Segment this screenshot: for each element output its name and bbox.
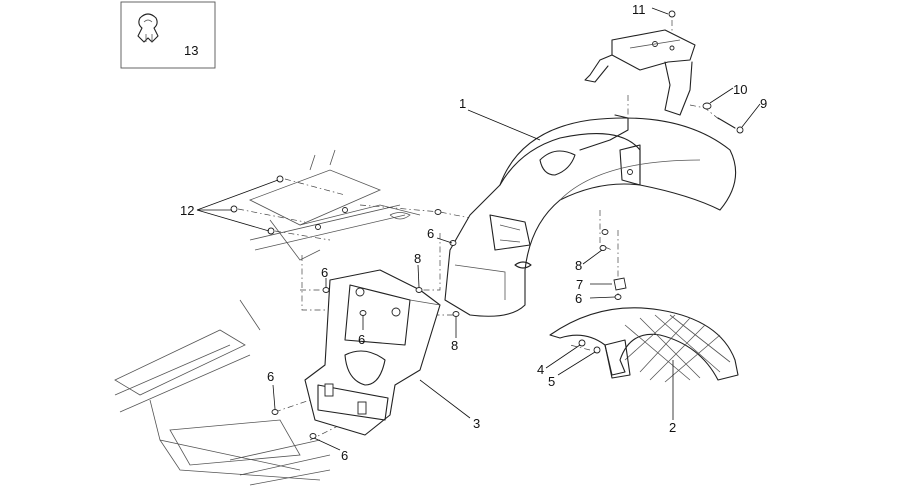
callout-6d: 6 (575, 291, 582, 306)
callout-2: 2 (669, 420, 676, 435)
rear-fender-part-1 (444, 114, 737, 317)
callout-6c: 6 (358, 332, 365, 347)
callout-6a: 6 (427, 226, 434, 241)
callout-8a: 8 (414, 251, 421, 266)
callout-6f: 6 (341, 448, 348, 463)
mudguard-hugger-part-2 (549, 307, 739, 383)
callout-11: 11 (632, 2, 646, 17)
callout-7: 7 (576, 277, 583, 292)
frame-tubes (114, 149, 421, 486)
license-plate-holder-part-3 (304, 269, 441, 436)
callout-4: 4 (537, 362, 544, 377)
leader-lines (196, 7, 761, 451)
callout-12: 12 (180, 203, 194, 218)
callout-10: 10 (733, 82, 747, 97)
callout-3: 3 (473, 416, 480, 431)
hardware-parts (230, 10, 744, 439)
callout-6e: 6 (267, 369, 274, 384)
callout-9: 9 (760, 96, 767, 111)
callout-8b: 8 (451, 338, 458, 353)
clip-icon (137, 13, 159, 43)
callout-8c: 8 (575, 258, 582, 273)
inset-box-part-13: 13 (120, 1, 216, 69)
callout-5: 5 (548, 374, 555, 389)
rear-mount-bracket (584, 29, 696, 116)
callout-13: 13 (184, 43, 198, 58)
callout-labels: 1 2 3 4 5 6 6 6 6 6 6 7 8 8 8 9 10 11 12 (180, 2, 767, 463)
callout-6b: 6 (321, 265, 328, 280)
callout-1: 1 (459, 96, 466, 111)
